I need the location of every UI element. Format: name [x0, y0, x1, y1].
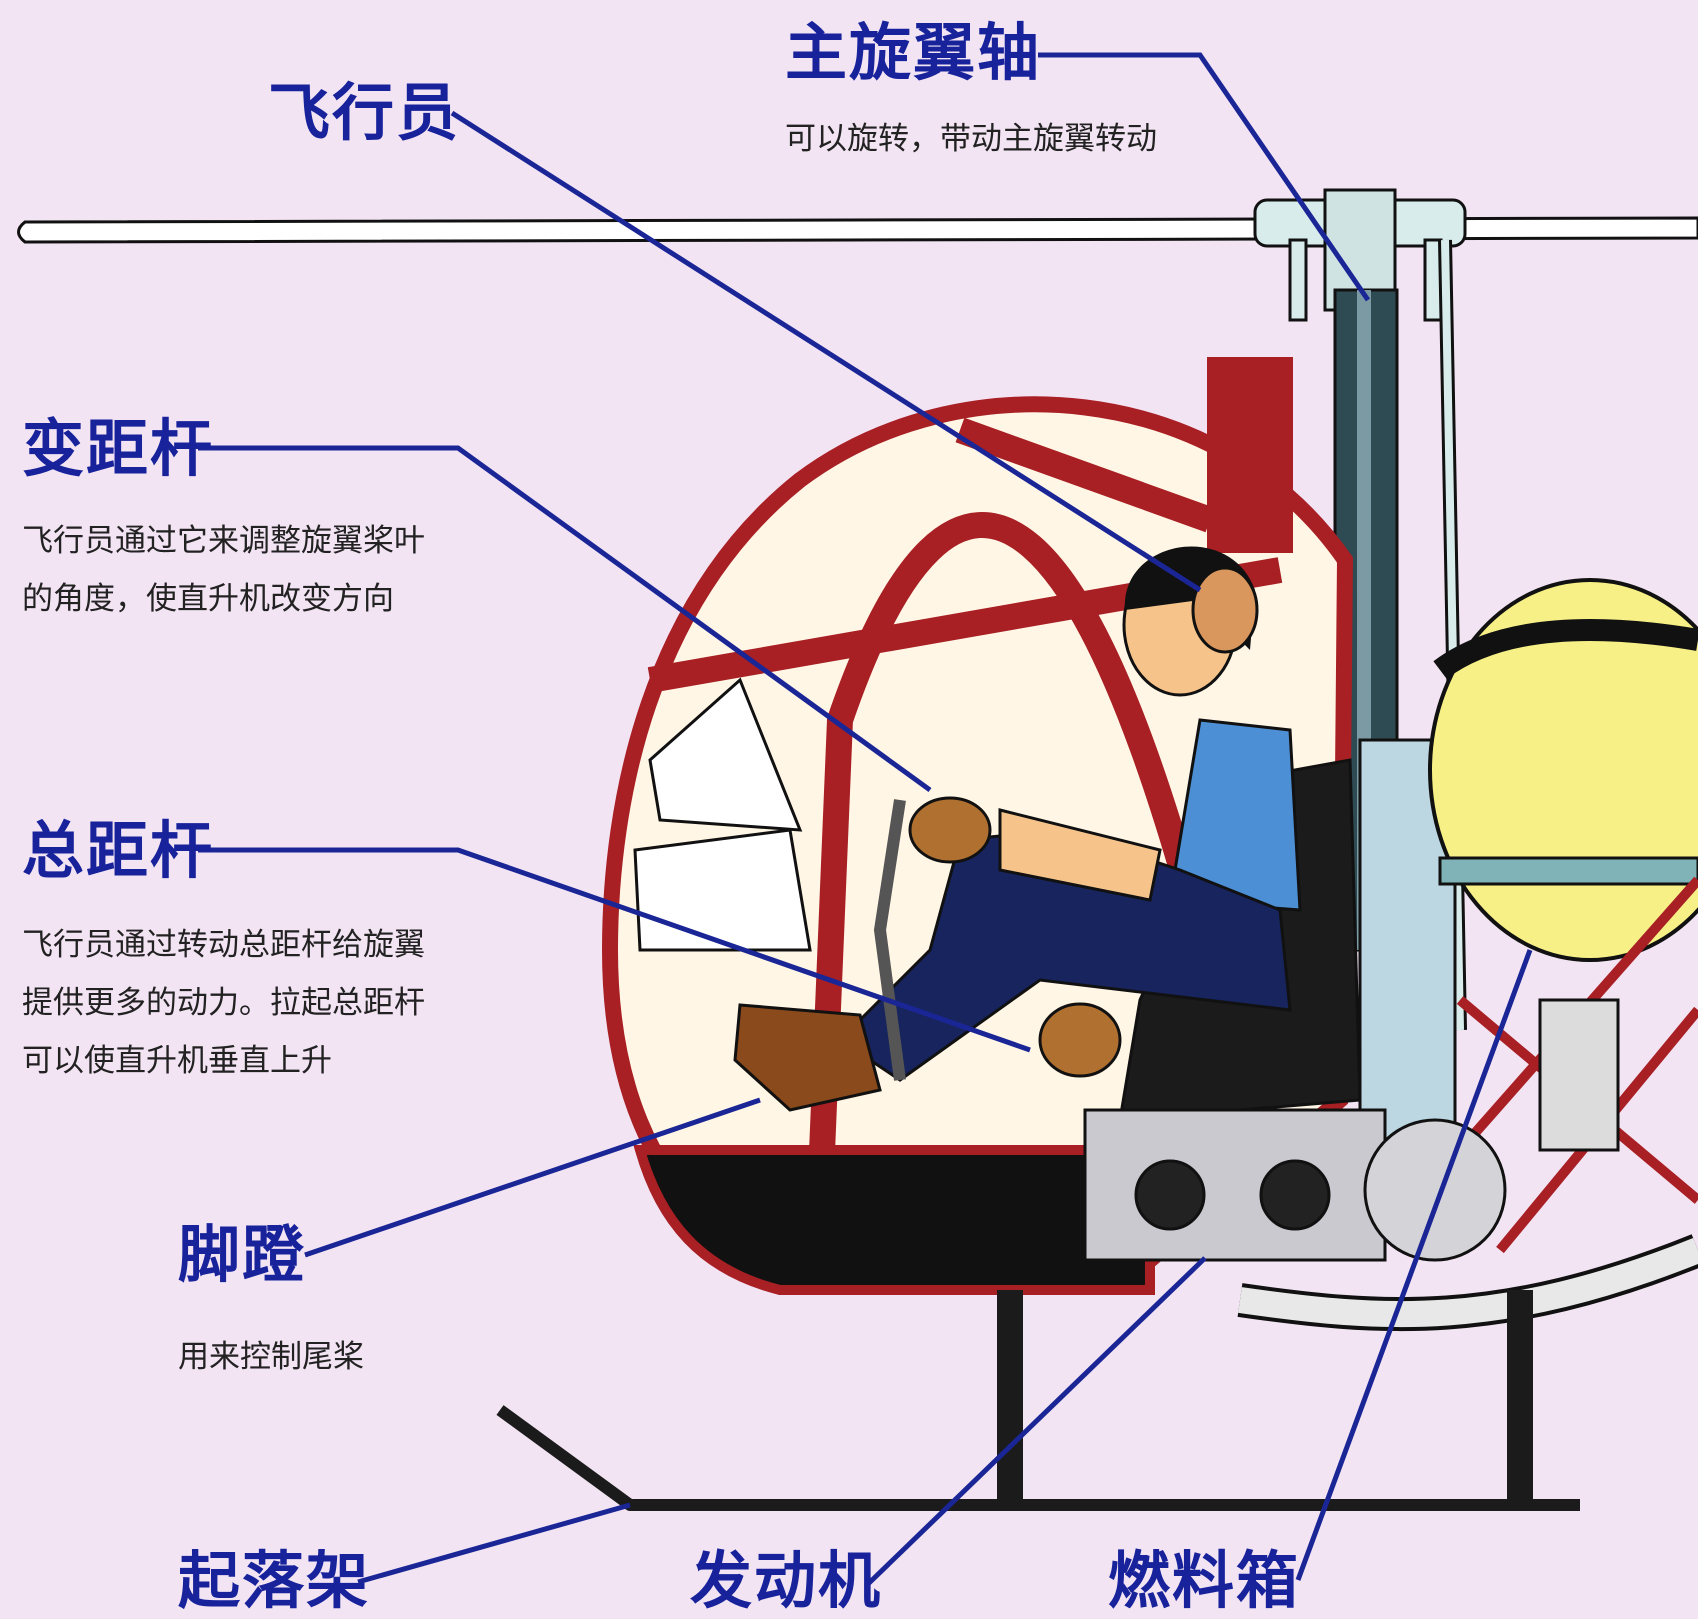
leader-lines: [198, 52, 1533, 1586]
pedal-label: 脚蹬: [178, 1218, 307, 1291]
instrument-panel: [633, 677, 812, 952]
fuel-tank: [1428, 578, 1698, 962]
engine-block: [1083, 998, 1620, 1262]
collective-stick-description: 飞行员通过转动总距杆给旋翼 提供更多的动力。拉起总距杆 可以使直升机垂直上升: [22, 927, 425, 1079]
pedal-description: 用来控制尾桨: [178, 1339, 364, 1375]
collective-stick-label: 总距杆: [22, 814, 215, 887]
leader-line-cyclic: [198, 445, 932, 793]
leader-line-pilot: [450, 110, 1202, 593]
fuel-tank-label: 燃料箱: [1108, 1544, 1301, 1617]
main-rotor-shaft-label: 主旋翼轴: [785, 16, 1042, 89]
leader-line-engine: [866, 1256, 1207, 1586]
main-rotor-shaft-description: 可以旋转，带动主旋翼转动: [785, 121, 1157, 157]
pilot-label: 飞行员: [268, 76, 461, 149]
engine-label: 发动机: [690, 1544, 883, 1617]
lower-fuselage: [633, 1145, 1155, 1295]
leader-line-landing-gear: [357, 1502, 631, 1585]
cyclic-stick-shape: [873, 799, 906, 1081]
cyclic-stick-description: 飞行员通过它来调整旋翼桨叶 的角度，使直升机改变方向: [22, 523, 425, 617]
leader-line-pedal: [304, 1097, 761, 1258]
leader-line-collective: [198, 847, 1031, 1053]
leader-line-fuel-tank: [1295, 949, 1533, 1581]
landing-gear-label: 起落架: [178, 1544, 371, 1617]
leader-line-main-rotor-shaft: [1038, 52, 1371, 302]
cyclic-stick-label: 变距杆: [22, 412, 215, 485]
pilot-figure: [733, 546, 1302, 1112]
